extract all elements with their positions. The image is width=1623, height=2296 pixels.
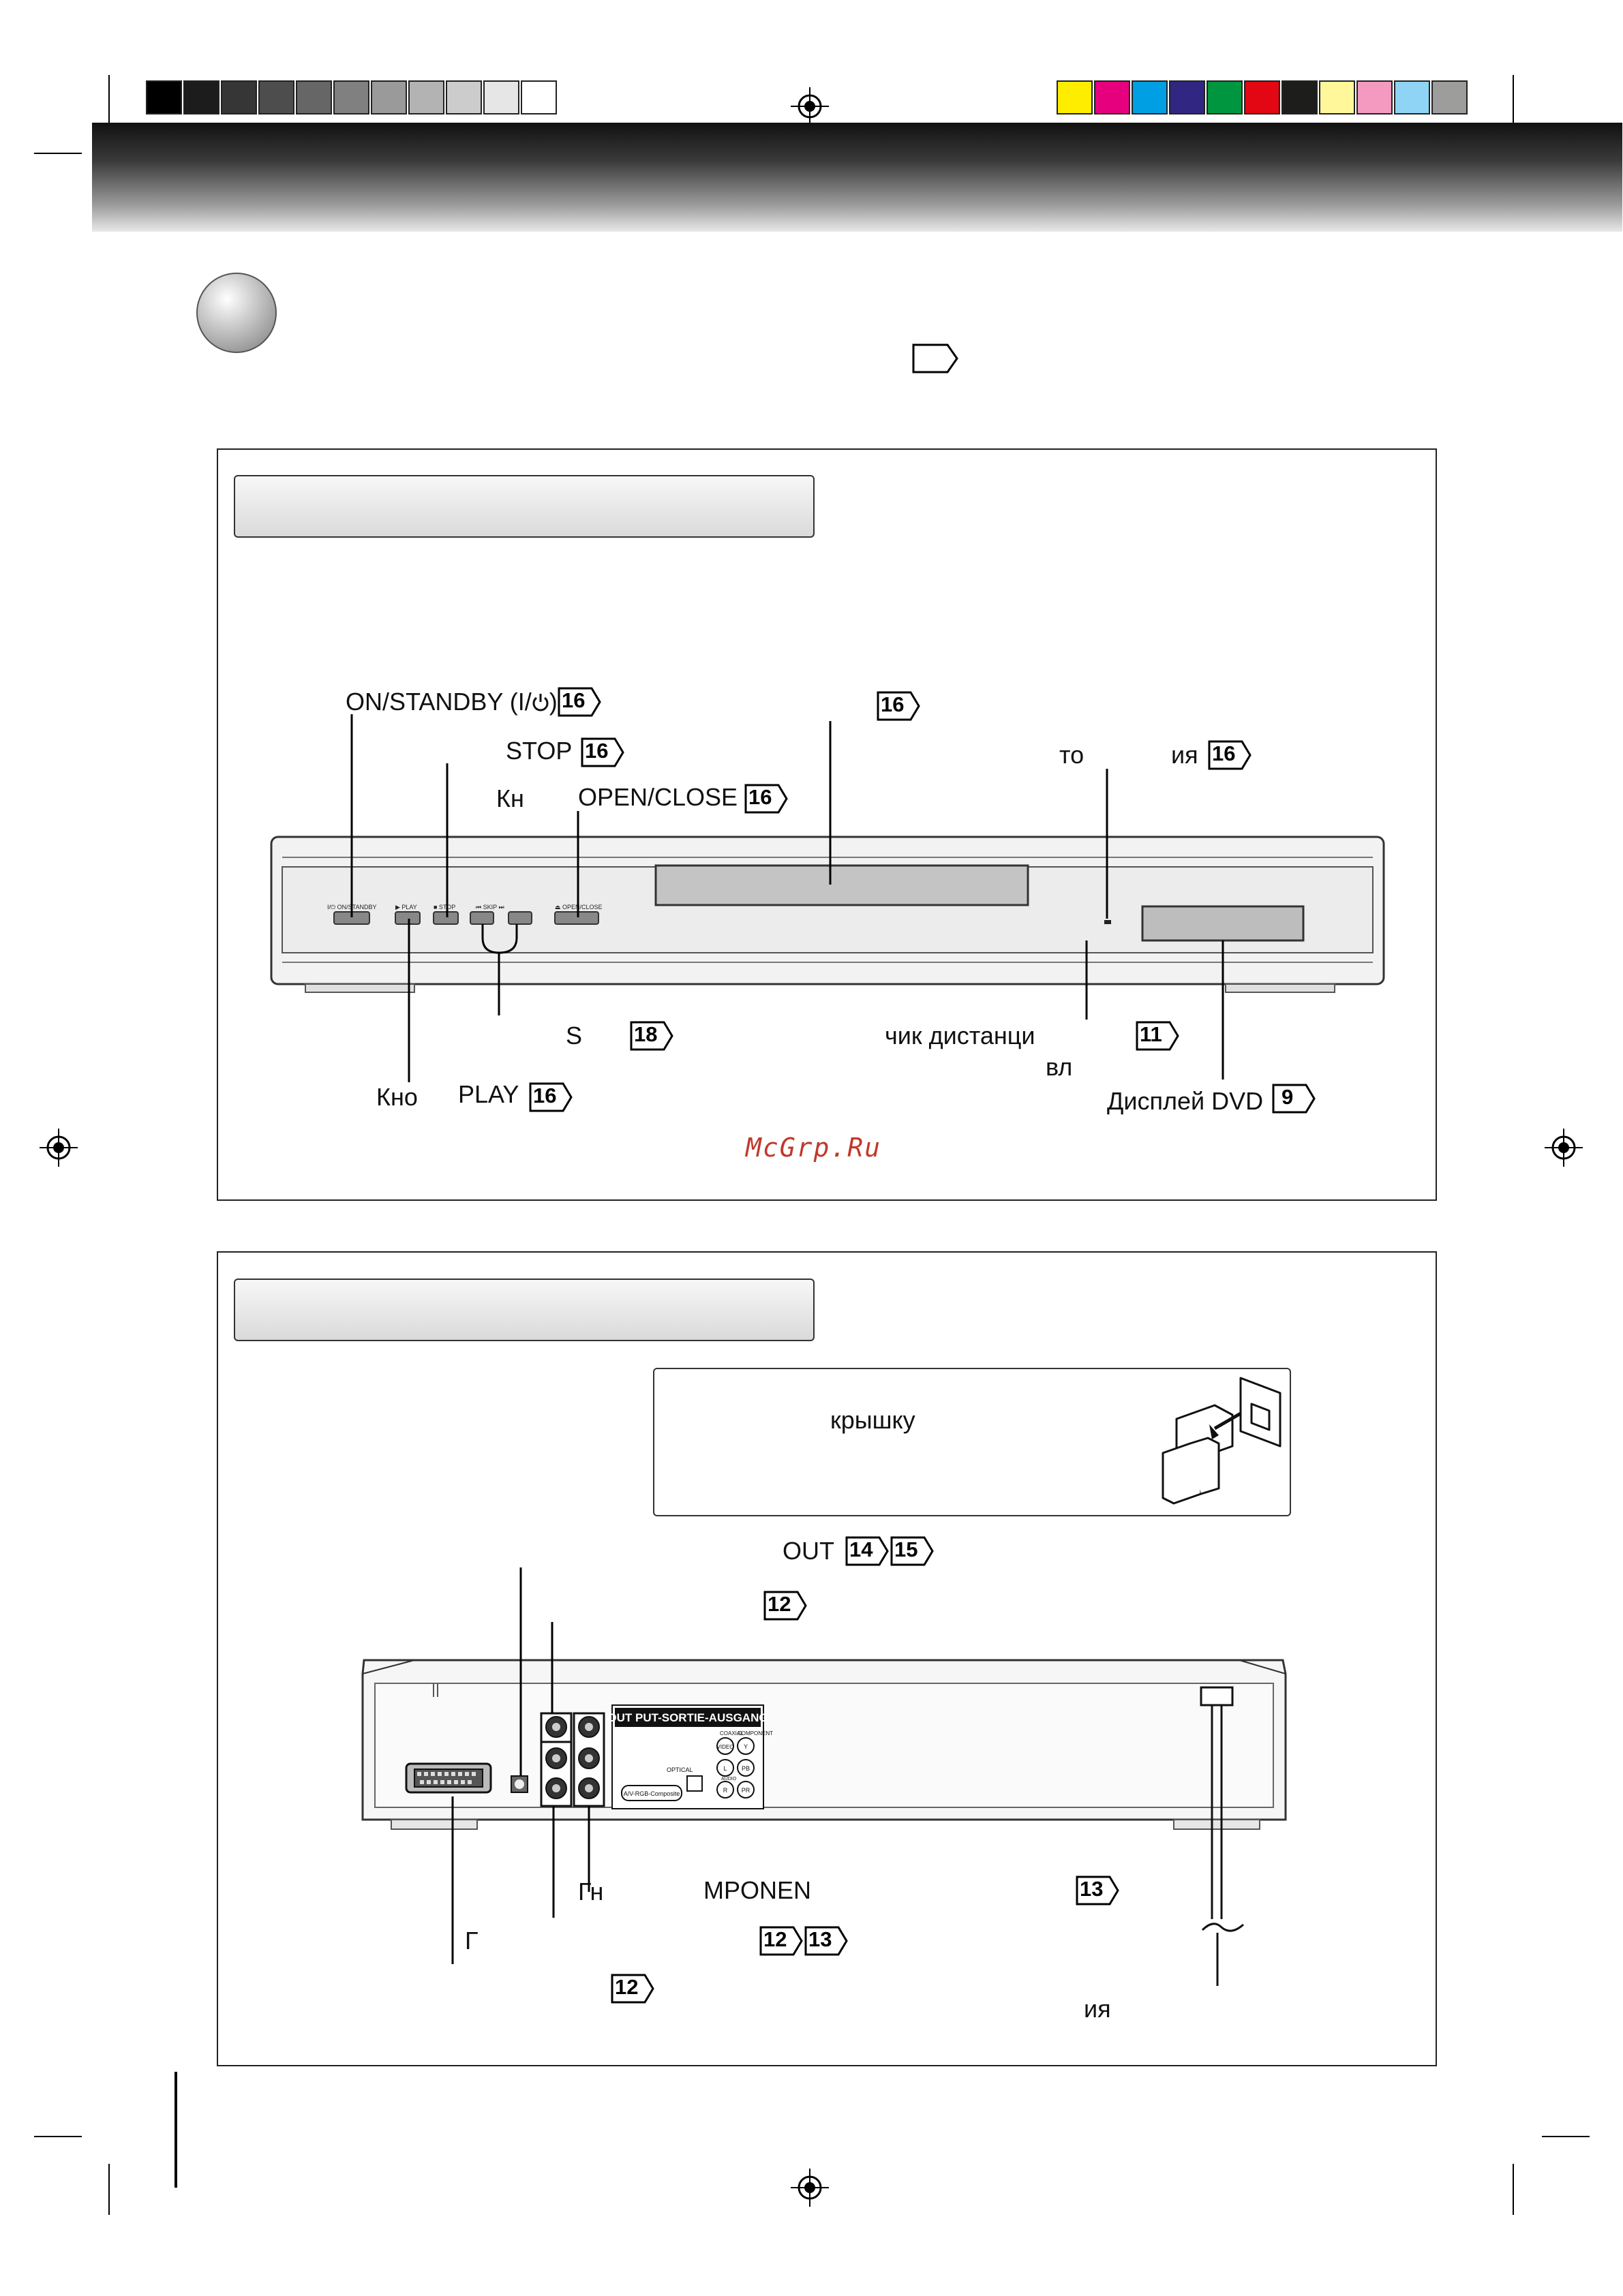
ref-badge-scart: 12 bbox=[611, 1974, 654, 2007]
registration-target-right bbox=[1545, 1129, 1583, 1167]
gray-bars-swatch bbox=[521, 80, 557, 114]
gray-bars-swatch bbox=[221, 80, 257, 114]
ref-badge-video-13: 13 bbox=[804, 1926, 848, 1959]
label-play-prefix: Кно bbox=[376, 1083, 418, 1111]
ref-badge-play: 16 bbox=[529, 1082, 573, 1116]
page-ref-arrow-icon bbox=[912, 343, 958, 373]
l-jack-text: L bbox=[723, 1765, 727, 1772]
label-display: Дисплей DVD bbox=[1107, 1087, 1264, 1115]
power-icon bbox=[532, 694, 549, 711]
ref-badge-out-15: 15 bbox=[890, 1536, 934, 1570]
device-button-play: ▶ PLAY bbox=[395, 904, 417, 910]
label-indicator-to: то bbox=[1059, 741, 1084, 769]
color-bars-swatch bbox=[1319, 80, 1355, 114]
audio-text: AUDIO bbox=[721, 1777, 737, 1781]
label-stop: STOP bbox=[506, 737, 573, 765]
gray-bars-swatch bbox=[446, 80, 482, 114]
registration-target-bottom bbox=[791, 2169, 829, 2207]
gray-bars-swatch bbox=[296, 80, 332, 114]
gray-bars-swatch bbox=[258, 80, 294, 114]
label-remote-vl: вл bbox=[1046, 1053, 1073, 1081]
ref-badge-out-14: 14 bbox=[845, 1536, 889, 1570]
gray-bars-swatch bbox=[371, 80, 407, 114]
y-jack-text: Y bbox=[744, 1743, 748, 1750]
ref-badge-component: 13 bbox=[1076, 1876, 1119, 1909]
scart-label-text: A/V-RGB-Composite bbox=[624, 1790, 680, 1797]
rear-panel-diagram: OUT PUT-SORTIE-AUSGANG OPTICAL A/V-RGB-C… bbox=[361, 1567, 1287, 1986]
label-on-standby: ON/STANDBY (I/) bbox=[346, 688, 558, 716]
label-open-close-prefix: Кн bbox=[496, 784, 524, 812]
ref-badge-display: 9 bbox=[1272, 1084, 1316, 1117]
section-bullet-icon bbox=[196, 273, 277, 353]
color-bars-swatch bbox=[1356, 80, 1393, 114]
ref-badge-indicator: 16 bbox=[1208, 740, 1252, 774]
color-bars-swatch bbox=[1394, 80, 1430, 114]
ref-badge-on-standby: 16 bbox=[558, 687, 601, 720]
ref-badge-stop: 16 bbox=[581, 737, 624, 771]
rear-panel-heading-tab bbox=[234, 1279, 815, 1341]
label-indicator-iya: ия bbox=[1171, 741, 1198, 769]
gray-bars-swatch bbox=[333, 80, 369, 114]
ref-badge-remote: 11 bbox=[1136, 1021, 1179, 1054]
coaxial-text: COAXIAL bbox=[720, 1730, 744, 1736]
output-header-text: OUT PUT-SORTIE-AUSGANG bbox=[607, 1711, 768, 1724]
label-component: MPONEN bbox=[703, 1876, 812, 1904]
gray-bars-swatch bbox=[483, 80, 519, 114]
ref-badge-skip: 18 bbox=[630, 1021, 673, 1054]
registration-target-top bbox=[791, 87, 829, 125]
registration-target-left bbox=[40, 1129, 78, 1167]
ref-badge-svideo: 12 bbox=[763, 1591, 807, 1624]
optical-cap-illustration-icon bbox=[1162, 1377, 1281, 1505]
color-bars-swatch bbox=[1431, 80, 1468, 114]
label-remote-sensor: чик дистанци bbox=[885, 1022, 1035, 1050]
color-bars-swatch bbox=[1094, 80, 1130, 114]
ref-badge-disc-tray: 16 bbox=[877, 691, 920, 724]
color-bars-swatch bbox=[1132, 80, 1168, 114]
optical-text: OPTICAL bbox=[667, 1766, 693, 1773]
device-button-stop: ■ STOP bbox=[434, 904, 455, 910]
gray-bars-swatch bbox=[146, 80, 182, 114]
gray-bars-swatch bbox=[408, 80, 444, 114]
note-text: крышку bbox=[830, 1406, 915, 1434]
label-skip: S bbox=[566, 1022, 583, 1050]
ref-badge-open-close: 16 bbox=[744, 784, 788, 817]
label-g: Г bbox=[465, 1927, 479, 1955]
front-panel-diagram: I/⏻ ON/STANDBY ▶ PLAY ■ STOP ⏮ SKIP ⏭ ⏏ … bbox=[270, 714, 1385, 1082]
color-bars-swatch bbox=[1057, 80, 1093, 114]
r-jack-text: R bbox=[723, 1787, 728, 1794]
color-bars-swatch bbox=[1244, 80, 1280, 114]
front-panel-box bbox=[217, 448, 1437, 1201]
video-jack-text: VIDEO bbox=[717, 1744, 734, 1750]
label-open-close: OPEN/CLOSE bbox=[578, 783, 738, 811]
color-bars-swatch bbox=[1207, 80, 1243, 114]
color-bars-swatch bbox=[1281, 80, 1318, 114]
color-bars-swatch bbox=[1169, 80, 1205, 114]
header-band bbox=[92, 123, 1622, 232]
label-gn: Гн bbox=[578, 1878, 604, 1905]
label-play: PLAY bbox=[458, 1080, 519, 1108]
label-out: OUT bbox=[783, 1537, 834, 1565]
component-text: COMPONENT bbox=[738, 1730, 773, 1736]
label-power-iya: ия bbox=[1084, 1995, 1111, 2023]
device-button-skip: ⏮ SKIP ⏭ bbox=[476, 904, 504, 910]
pb-jack-text: PB bbox=[742, 1765, 750, 1772]
gray-bars-swatch bbox=[183, 80, 219, 114]
watermark: McGrp.Ru bbox=[746, 1133, 882, 1163]
pr-jack-text: PR bbox=[742, 1787, 750, 1794]
ref-badge-video-12: 12 bbox=[759, 1926, 803, 1959]
front-panel-heading-tab bbox=[234, 475, 815, 538]
